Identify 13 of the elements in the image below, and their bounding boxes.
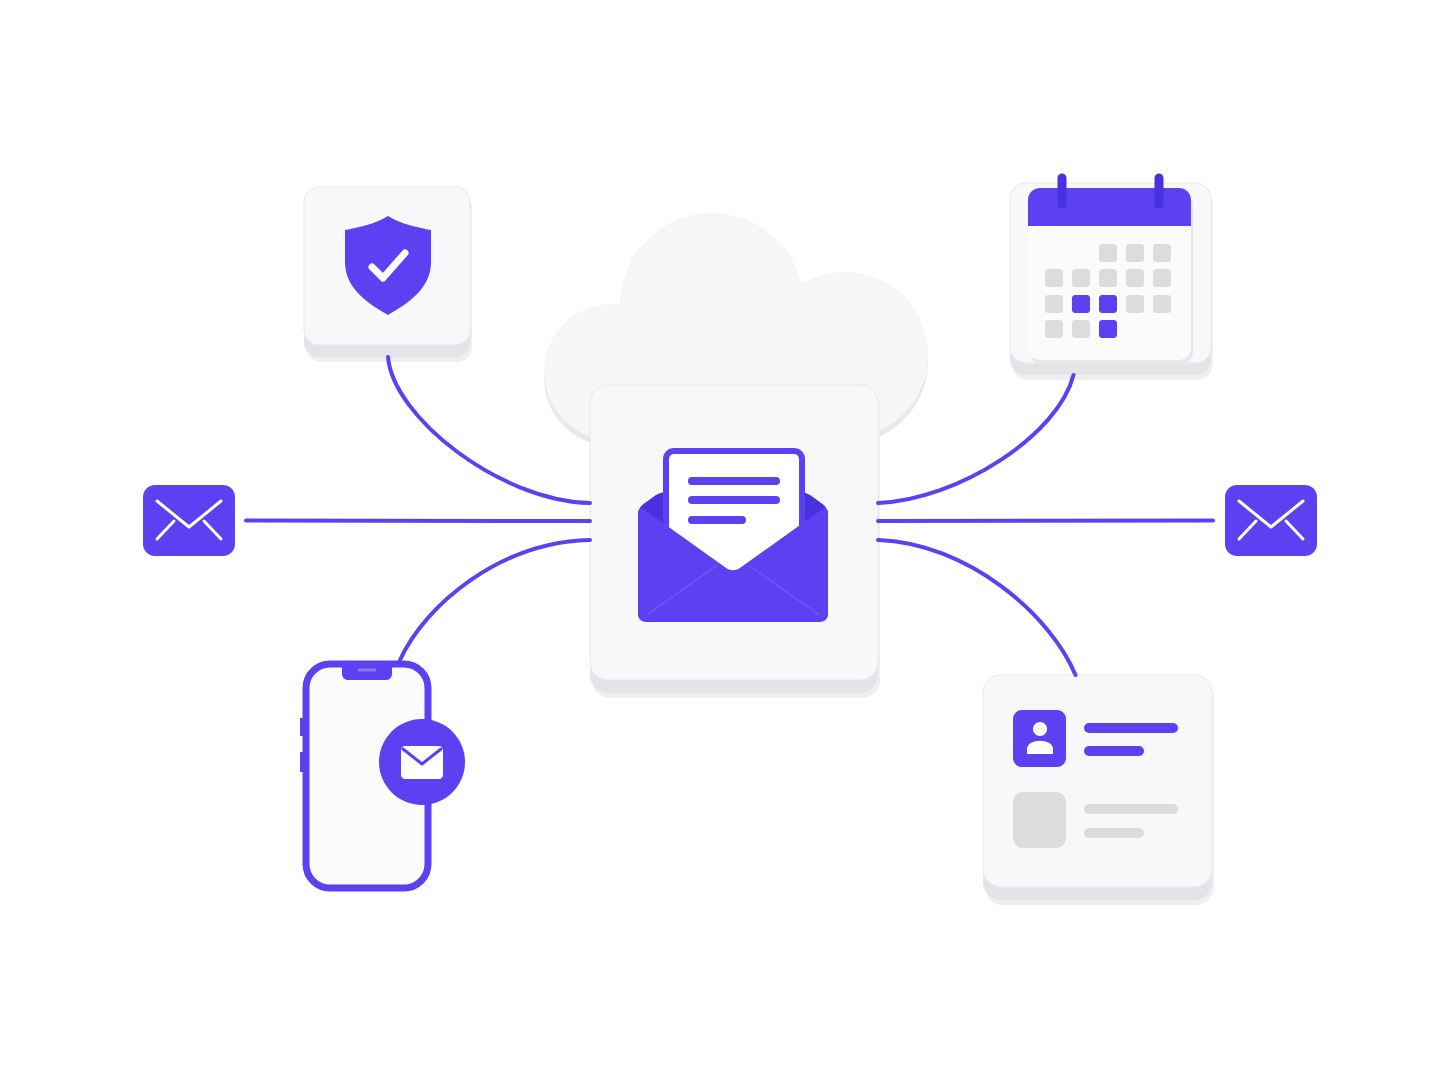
- envelope-icon: [1225, 485, 1317, 556]
- mail-tile: [589, 384, 880, 698]
- connector-line: [876, 518, 1215, 523]
- contact-card: [982, 674, 1214, 905]
- connector-line: [876, 538, 1078, 677]
- connector-line: [244, 518, 592, 523]
- connector-line: [876, 373, 1076, 505]
- calendar-icon: [1009, 173, 1213, 380]
- shield-tile: [303, 186, 472, 362]
- connector-line: [386, 355, 592, 505]
- smartphone-icon: [300, 660, 465, 892]
- connector-line: [398, 538, 592, 662]
- envelope-icon: [143, 485, 235, 556]
